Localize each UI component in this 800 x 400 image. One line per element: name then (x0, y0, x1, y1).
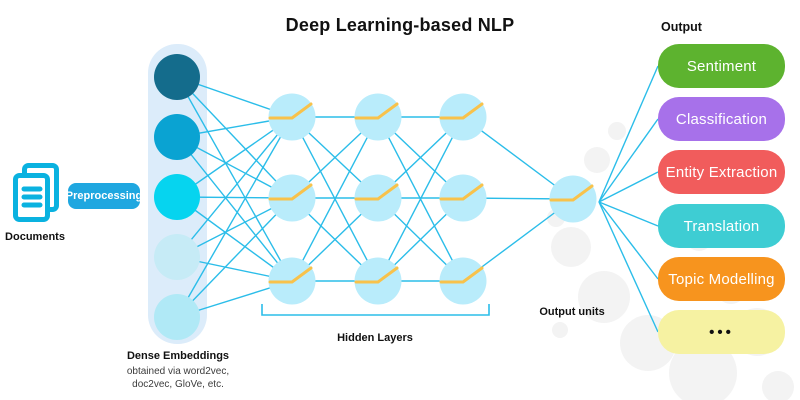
connection-line (598, 201, 659, 227)
relu-activation-line (354, 102, 399, 120)
embedding-node (154, 114, 200, 160)
background-blob (584, 147, 610, 173)
page-title: Deep Learning-based NLP (285, 15, 515, 35)
sublabel-line2: doc2vec, GloVe, etc. (132, 378, 224, 390)
hidden-layers-bracket (261, 304, 490, 316)
output-header: Output (661, 20, 702, 34)
background-blob (551, 227, 591, 267)
embedding-node (154, 294, 200, 340)
background-blob (669, 339, 737, 400)
embedding-node (154, 174, 200, 220)
hidden-layers-label: Hidden Layers (337, 332, 413, 344)
documents-label: Documents (5, 231, 65, 243)
connection-line (598, 65, 659, 203)
connection-line (176, 116, 293, 258)
relu-activation-line (439, 102, 484, 120)
output-box-classification[interactable]: Classification (658, 97, 785, 141)
output-box-more[interactable]: ••• (658, 310, 785, 354)
output-box-entity-extraction[interactable]: Entity Extraction (658, 150, 785, 194)
connection-line (176, 116, 293, 318)
background-blob (608, 122, 626, 140)
dense-embeddings-sublabel: obtained via word2vec, doc2vec, GloVe, e… (98, 366, 258, 391)
background-blob (552, 322, 568, 338)
relu-activation-line (354, 183, 399, 201)
relu-activation-line (354, 266, 399, 284)
connection-line (377, 116, 464, 282)
dense-embeddings-label: Dense Embeddings (126, 350, 230, 362)
connection-line (598, 201, 659, 280)
connection-line (598, 171, 659, 203)
connection-line (176, 76, 293, 199)
relu-activation-line (439, 266, 484, 284)
output-box-translation[interactable]: Translation (658, 204, 785, 248)
output-box-topic-modelling[interactable]: Topic Modelling (658, 257, 785, 301)
preprocessing-button[interactable]: Preprocessing (66, 183, 142, 209)
connection-line (291, 116, 379, 282)
output-box-sentiment[interactable]: Sentiment (658, 44, 785, 88)
connection-line (176, 136, 293, 282)
relu-activation-line (439, 183, 484, 201)
relu-activation-line (268, 102, 313, 120)
relu-activation-line (268, 183, 313, 201)
sublabel-line1: obtained via word2vec, (126, 366, 230, 377)
embedding-node (154, 234, 200, 280)
background-blob (762, 371, 794, 400)
embedding-node (154, 54, 200, 100)
background-blob (578, 271, 630, 323)
relu-activation-line (549, 184, 594, 202)
relu-activation-line (268, 266, 313, 284)
connection-line (176, 76, 293, 282)
connection-line (176, 196, 293, 282)
output-units-label: Output units (539, 306, 605, 318)
documents-icon (13, 163, 59, 222)
connection-line (598, 201, 659, 333)
connection-line (176, 197, 293, 318)
connection-line (598, 118, 659, 203)
